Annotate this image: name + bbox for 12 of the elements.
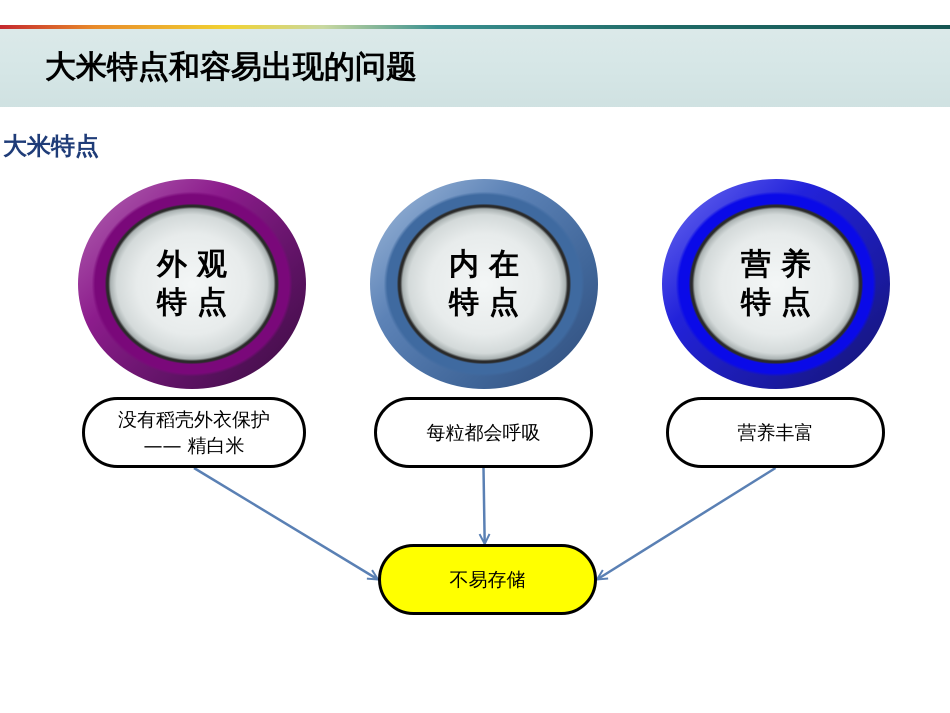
feature-circle: 营养特点 (662, 179, 890, 389)
arrow (596, 466, 776, 581)
arrow (478, 468, 491, 545)
feature-circle: 内在特点 (370, 179, 598, 389)
text-box: 每粒都会呼吸 (374, 397, 593, 468)
text-box: 没有稻壳外衣保护—— 精白米 (82, 397, 306, 468)
section-heading: 大米特点 (3, 130, 99, 162)
title: 大米特点和容易出现的问题 (45, 48, 417, 87)
text-box: 不易存储 (378, 544, 597, 615)
arrow (193, 466, 379, 581)
text-box: 营养丰富 (666, 397, 885, 468)
feature-circle: 外观特点 (78, 179, 306, 389)
